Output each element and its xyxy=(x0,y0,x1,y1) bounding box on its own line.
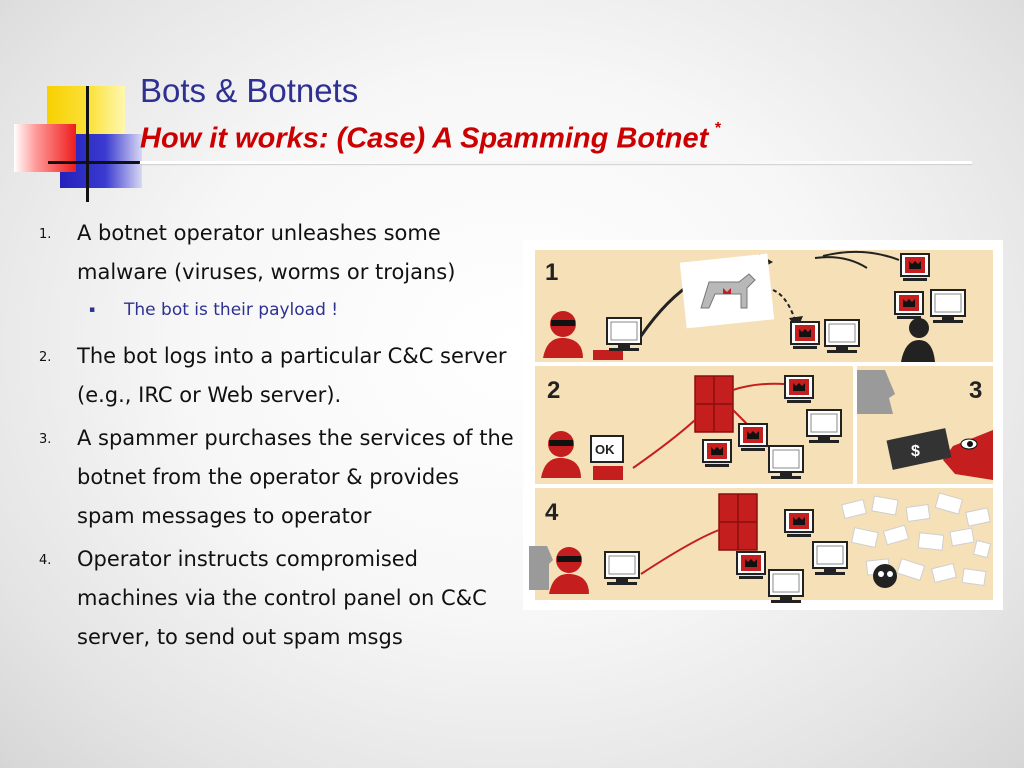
comic-panel-3: 3 $ xyxy=(857,366,993,484)
list-item-text: A spammer purchases the services of the … xyxy=(77,426,514,528)
slide-logo xyxy=(0,0,160,210)
subtitle-footnote-mark: * xyxy=(714,120,721,137)
list-item: 1. A botnet operator unleashes some malw… xyxy=(39,214,520,292)
list-item-text: The bot logs into a particular C&C serve… xyxy=(77,344,507,407)
logo-horizontal-line xyxy=(48,161,158,164)
comic-panel-2: 2 OK xyxy=(535,366,853,484)
panel-number-label: 3 xyxy=(969,377,982,404)
sub-list-item-text: The bot is their payload ! xyxy=(124,300,339,320)
list-item: 4. Operator instructs compromised machin… xyxy=(39,540,520,657)
list-item: 2. The bot logs into a particular C&C se… xyxy=(39,337,520,415)
list-item: 3. A spammer purchases the services of t… xyxy=(39,419,520,536)
botnet-comic-illustration: 1 2 OK xyxy=(523,240,1003,610)
sub-list-item: ▪ The bot is their payload ! xyxy=(89,295,520,325)
list-number: 2. xyxy=(39,350,52,365)
square-bullet-icon: ▪ xyxy=(89,305,96,315)
slide-title: Bots & Botnets xyxy=(140,72,359,109)
spam-envelopes xyxy=(841,492,992,587)
logo-vertical-line xyxy=(86,86,89,202)
logo-red-square xyxy=(14,124,76,172)
slide-subtitle-text: How it works: (Case) A Spamming Botnet xyxy=(140,122,709,155)
ok-button-label: OK xyxy=(595,442,615,457)
list-number: 4. xyxy=(39,553,52,568)
list-item-text: Operator instructs compromised machines … xyxy=(77,547,487,649)
numbered-list: 1. A botnet operator unleashes some malw… xyxy=(0,214,520,661)
list-item-text: A botnet operator unleashes some malware… xyxy=(77,221,456,284)
panel-number-label: 1 xyxy=(545,259,558,286)
title-divider xyxy=(140,161,972,164)
list-number: 3. xyxy=(39,432,52,447)
slide-subtitle: How it works: (Case) A Spamming Botnet * xyxy=(140,114,720,158)
panel-number-label: 2 xyxy=(547,377,560,404)
comic-panel-1: 1 xyxy=(535,250,993,362)
comic-panel-4: 4 xyxy=(529,488,993,604)
money-symbol: $ xyxy=(911,443,920,460)
panel-number-label: 4 xyxy=(545,499,559,526)
list-number: 1. xyxy=(39,227,52,242)
